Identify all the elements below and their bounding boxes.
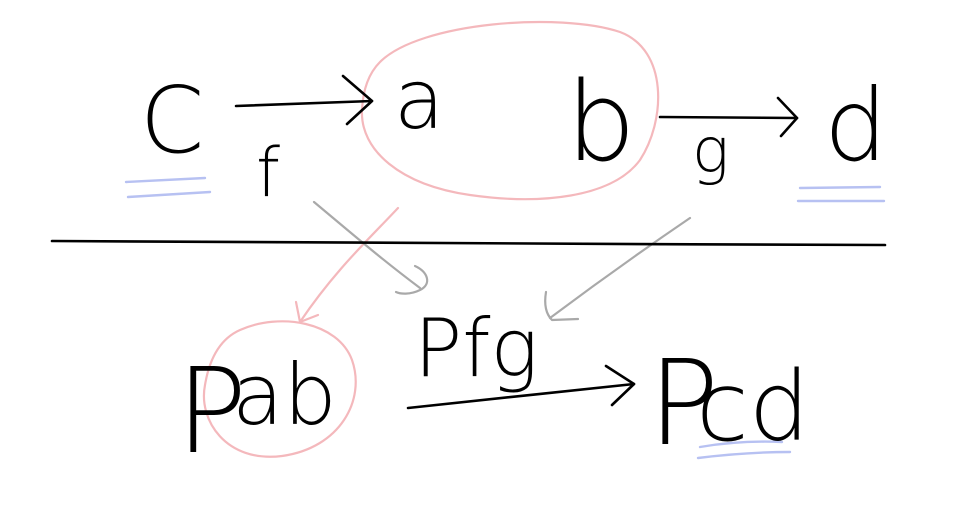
morphism-f: f xyxy=(256,134,280,213)
map-pfg: Pfg xyxy=(414,302,538,395)
underline-c-2 xyxy=(126,190,212,199)
object-b: b xyxy=(566,58,636,186)
arrow-pfg-line xyxy=(406,382,636,410)
arrow-f-line xyxy=(234,99,374,108)
divider-line xyxy=(50,239,887,247)
underline-cd-1 xyxy=(698,440,784,449)
arrow-g-head xyxy=(776,96,799,138)
underline-cd-2 xyxy=(696,450,792,460)
object-a: a xyxy=(394,53,444,148)
arrow-f-head xyxy=(341,74,374,126)
gray-arrow-f-line xyxy=(312,200,422,290)
gray-arrow-g-line xyxy=(548,216,692,320)
gray-arrowhead-g xyxy=(544,290,580,322)
pair-circle-ab xyxy=(360,20,660,201)
pink-arrowhead xyxy=(294,300,320,324)
gray-arrowhead-f xyxy=(394,264,429,295)
pink-arrow-line xyxy=(298,206,400,324)
set-ab: ab xyxy=(232,346,337,444)
set-cd: cd xyxy=(696,351,810,463)
object-c: C xyxy=(140,67,204,174)
object-d: d xyxy=(824,67,887,184)
morphism-g: g xyxy=(692,114,729,187)
set-p2: P xyxy=(648,334,719,472)
underline-d-1 xyxy=(798,185,882,190)
set-p: P xyxy=(176,342,247,480)
pair-circle-pab xyxy=(202,320,357,458)
underline-c-1 xyxy=(124,176,207,184)
arrow-pfg-head xyxy=(604,364,636,407)
arrow-g-line xyxy=(658,115,799,120)
